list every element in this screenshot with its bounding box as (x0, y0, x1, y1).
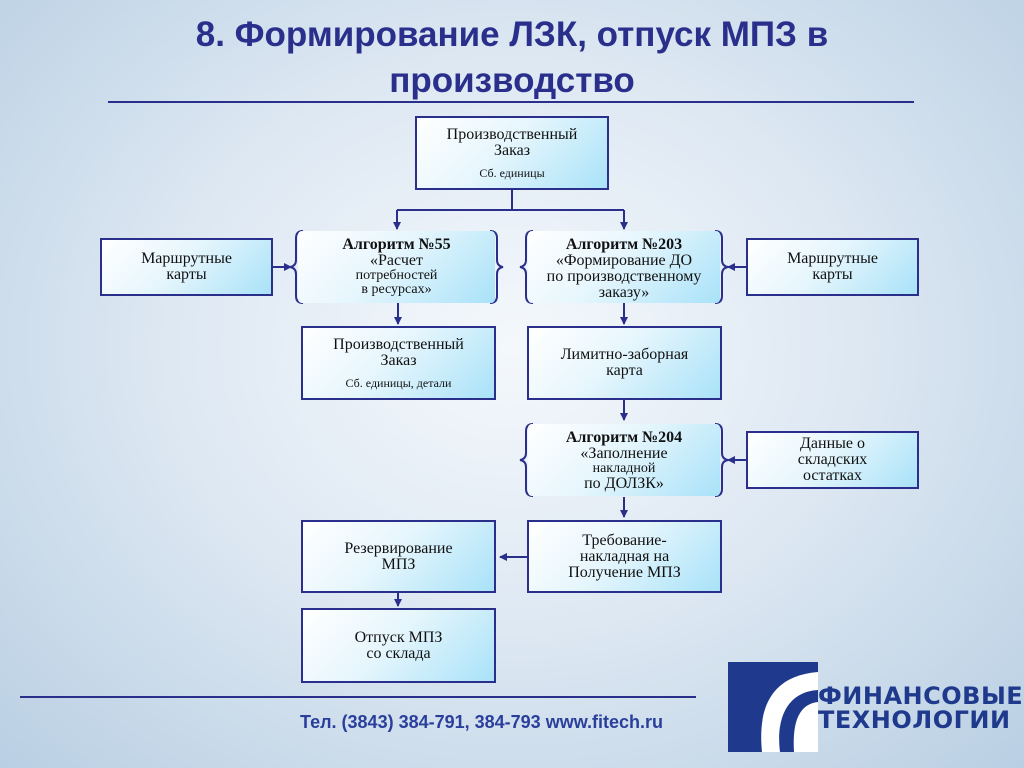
slide-title: 8. Формирование ЛЗК, отпуск МПЗ в произв… (110, 12, 914, 104)
limit-card-box: Лимитно-заборная карта (527, 326, 722, 400)
limit-card-line2: карта (606, 362, 643, 379)
logo-text-line1: ФИНАНСОВЫЕ (818, 682, 1024, 710)
requisition-box: Требование- накладная на Получение МПЗ (527, 520, 722, 593)
stock-data-box: Данные о складских остатках (746, 431, 919, 489)
algorithm-204-box: Алгоритм №204 «Заполнение накладной по Д… (528, 424, 720, 496)
stock-data-line1: Данные о (800, 435, 865, 452)
algorithm-203-line2: по производственному (546, 268, 702, 285)
algorithm-55-title: Алгоритм №55 (342, 236, 451, 253)
company-logo-icon (728, 662, 818, 752)
production-order-mid-line1: Производственный (333, 335, 464, 353)
route-cards-left-box: Маршрутные карты (100, 238, 273, 296)
reservation-box: Резервирование МПЗ (301, 520, 496, 593)
algorithm-204-title: Алгоритм №204 (565, 429, 683, 446)
release-box: Отпуск МПЗ со склада (301, 608, 496, 683)
algorithm-55-line3: в ресурсах» (361, 282, 432, 297)
production-order-top-box: Производственный Заказ Сб. единицы (415, 116, 609, 190)
footer-contacts[interactable]: Тел. (3843) 384-791, 384-793 www.fitech.… (300, 712, 664, 732)
limit-card-line1: Лимитно-заборная (560, 346, 689, 363)
algorithm-203-line3: заказу» (598, 284, 650, 301)
algorithm-204-line3: по ДОЛЗК» (584, 475, 664, 492)
production-order-top-line1: Производственный (446, 125, 578, 143)
algorithm-55-line2: потребностей (355, 268, 438, 283)
logo-text-line2: ТЕХНОЛОГИИ (818, 706, 1011, 734)
route-cards-left-line1: Маршрутные (141, 250, 232, 267)
production-order-top-sub: Сб. единицы (479, 165, 545, 180)
algorithm-204-line2: накладной (592, 461, 656, 476)
algorithm-203-title: Алгоритм №203 (565, 236, 683, 253)
algorithm-55-line1: «Расчет (370, 252, 423, 269)
title-line-1: 8. Формирование ЛЗК, отпуск МПЗ в (195, 15, 829, 54)
production-order-mid-sub: Сб. единицы, детали (345, 375, 452, 390)
algorithm-55-box: Алгоритм №55 «Расчет потребностей в ресу… (298, 231, 495, 303)
route-cards-right-line2: карты (812, 266, 853, 283)
stock-data-line3: остатках (803, 467, 862, 484)
route-cards-right-line1: Маршрутные (787, 250, 878, 267)
reservation-line1: Резервирование (344, 539, 453, 557)
algorithm-203-line1: «Формирование ДО (555, 252, 693, 269)
release-line1: Отпуск МПЗ (354, 628, 443, 646)
algorithm-204-line1: «Заполнение (580, 445, 668, 462)
requisition-line2: накладная на (579, 547, 670, 565)
reservation-line2: МПЗ (381, 555, 416, 573)
title-underline (108, 101, 914, 103)
stock-data-line2: складских (797, 451, 868, 468)
footer-rule (20, 696, 696, 698)
requisition-line3: Получение МПЗ (568, 563, 681, 581)
algorithm-203-box: Алгоритм №203 «Формирование ДО по произв… (528, 231, 720, 303)
production-order-mid-line2: Заказ (380, 351, 417, 369)
route-cards-left-line2: карты (166, 266, 207, 283)
production-order-top-line2: Заказ (493, 141, 531, 159)
requisition-line1: Требование- (582, 531, 667, 549)
release-line2: со склада (366, 644, 431, 662)
route-cards-right-box: Маршрутные карты (746, 238, 919, 296)
production-order-mid-box: Производственный Заказ Сб. единицы, дета… (301, 326, 496, 400)
title-line-2: производство (389, 61, 635, 100)
